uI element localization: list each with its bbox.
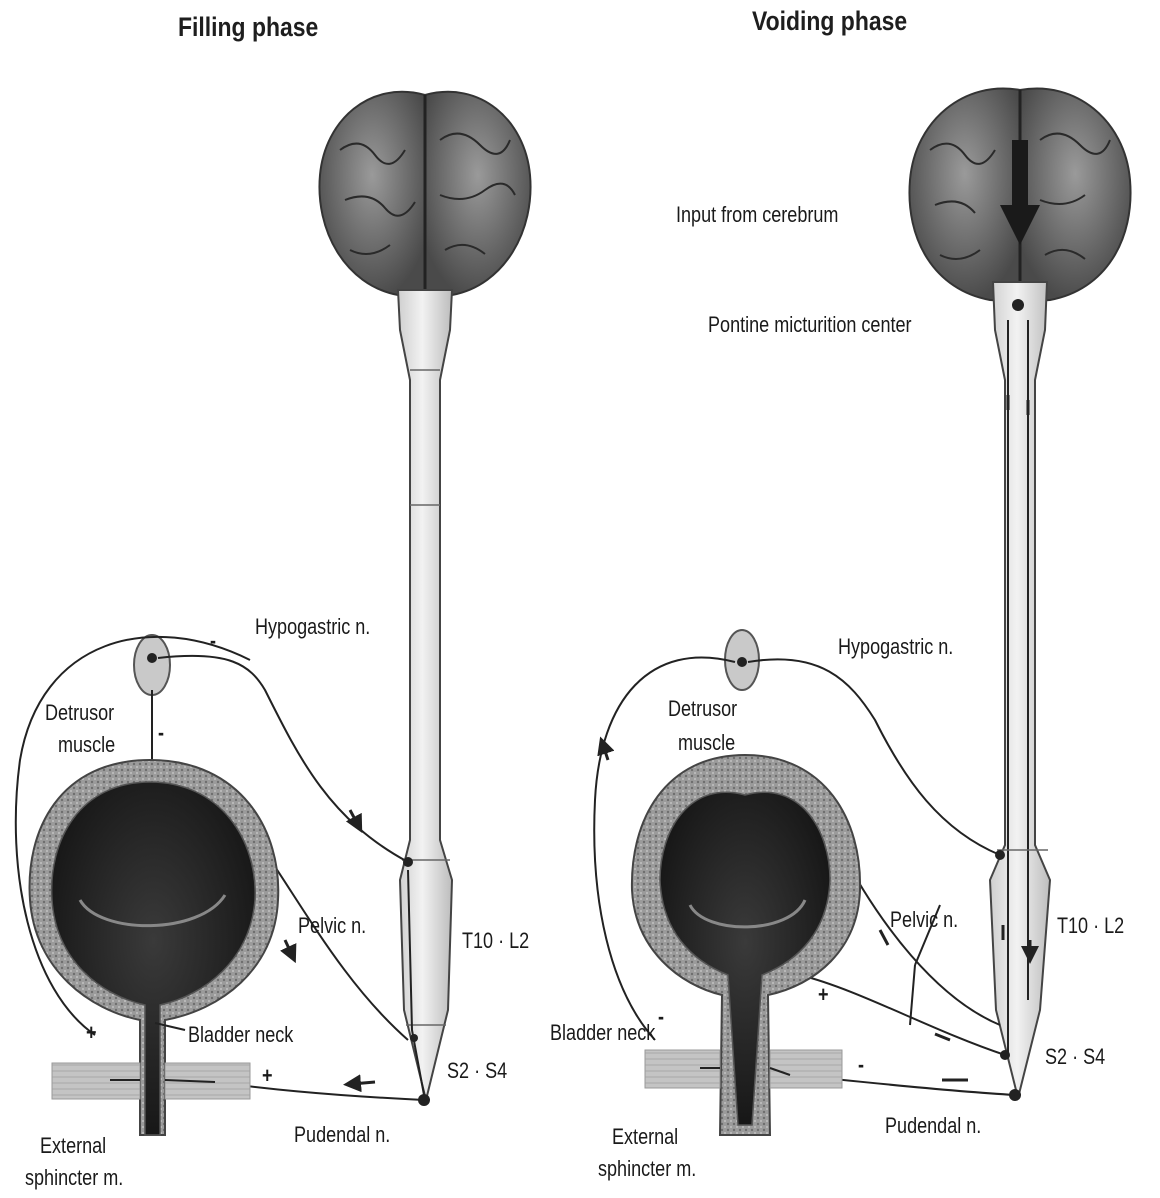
filling-spinal-cord — [398, 290, 452, 1100]
filling-detrusor-label-1: Detrusor — [45, 700, 114, 725]
voiding-phase-title: Voiding phase — [752, 6, 907, 37]
voiding-hypogastric-label: Hypogastric n. — [838, 634, 953, 659]
voiding-spinal-lower-label: S2 · S4 — [1045, 1044, 1105, 1069]
voiding-detrusor-label-2: muscle — [678, 730, 735, 755]
voiding-bladder-neck-label: Bladder neck — [550, 1020, 655, 1045]
filling-bladder-neck-label: Bladder neck — [188, 1022, 293, 1047]
voiding-spinal-upper-label: T10 · L2 — [1057, 913, 1124, 938]
filling-ganglion — [134, 635, 170, 695]
voiding-pelvic-floor-right — [770, 1050, 842, 1088]
filling-sign-plus-b: + — [262, 1063, 273, 1088]
voiding-brain — [909, 88, 1130, 302]
cerebrum-input-label: Input from cerebrum — [676, 202, 838, 227]
filling-brain — [319, 92, 530, 300]
filling-hypogastric-label: Hypogastric n. — [255, 614, 370, 639]
filling-pudendal-label: Pudendal n. — [294, 1122, 390, 1147]
filling-pelvic-label: Pelvic n. — [298, 913, 366, 938]
voiding-pelvic-nerve-b — [800, 975, 1005, 1055]
filling-phase-title: Filling phase — [178, 12, 318, 43]
voiding-sphincter-label-2: sphincter m. — [598, 1156, 696, 1181]
filling-sphincter-label-1: External — [40, 1133, 106, 1158]
filling-sign-minus-b: - — [158, 720, 164, 745]
voiding-pudendal-label: Pudendal n. — [885, 1113, 981, 1138]
filling-spinal-lower-label: S2 · S4 — [447, 1058, 507, 1083]
voiding-sign-minus-a: - — [658, 1004, 664, 1029]
filling-sign-minus-a: - — [210, 628, 216, 653]
voiding-detrusor-label-1: Detrusor — [668, 696, 737, 721]
filling-spinal-upper-label: T10 · L2 — [462, 928, 529, 953]
voiding-sign-plus-a: + — [818, 982, 829, 1007]
voiding-sphincter-label-1: External — [612, 1124, 678, 1149]
voiding-spinal-cord — [990, 282, 1050, 1098]
filling-detrusor-label-2: muscle — [58, 732, 115, 757]
voiding-pelvic-label: Pelvic n. — [890, 907, 958, 932]
voiding-sign-minus-b: - — [858, 1052, 864, 1077]
filling-sphincter-label-2: sphincter m. — [25, 1165, 123, 1190]
voiding-panel — [594, 88, 1130, 1135]
filling-sign-plus-a: + — [86, 1020, 97, 1045]
pontine-center-label: Pontine micturition center — [708, 312, 912, 337]
